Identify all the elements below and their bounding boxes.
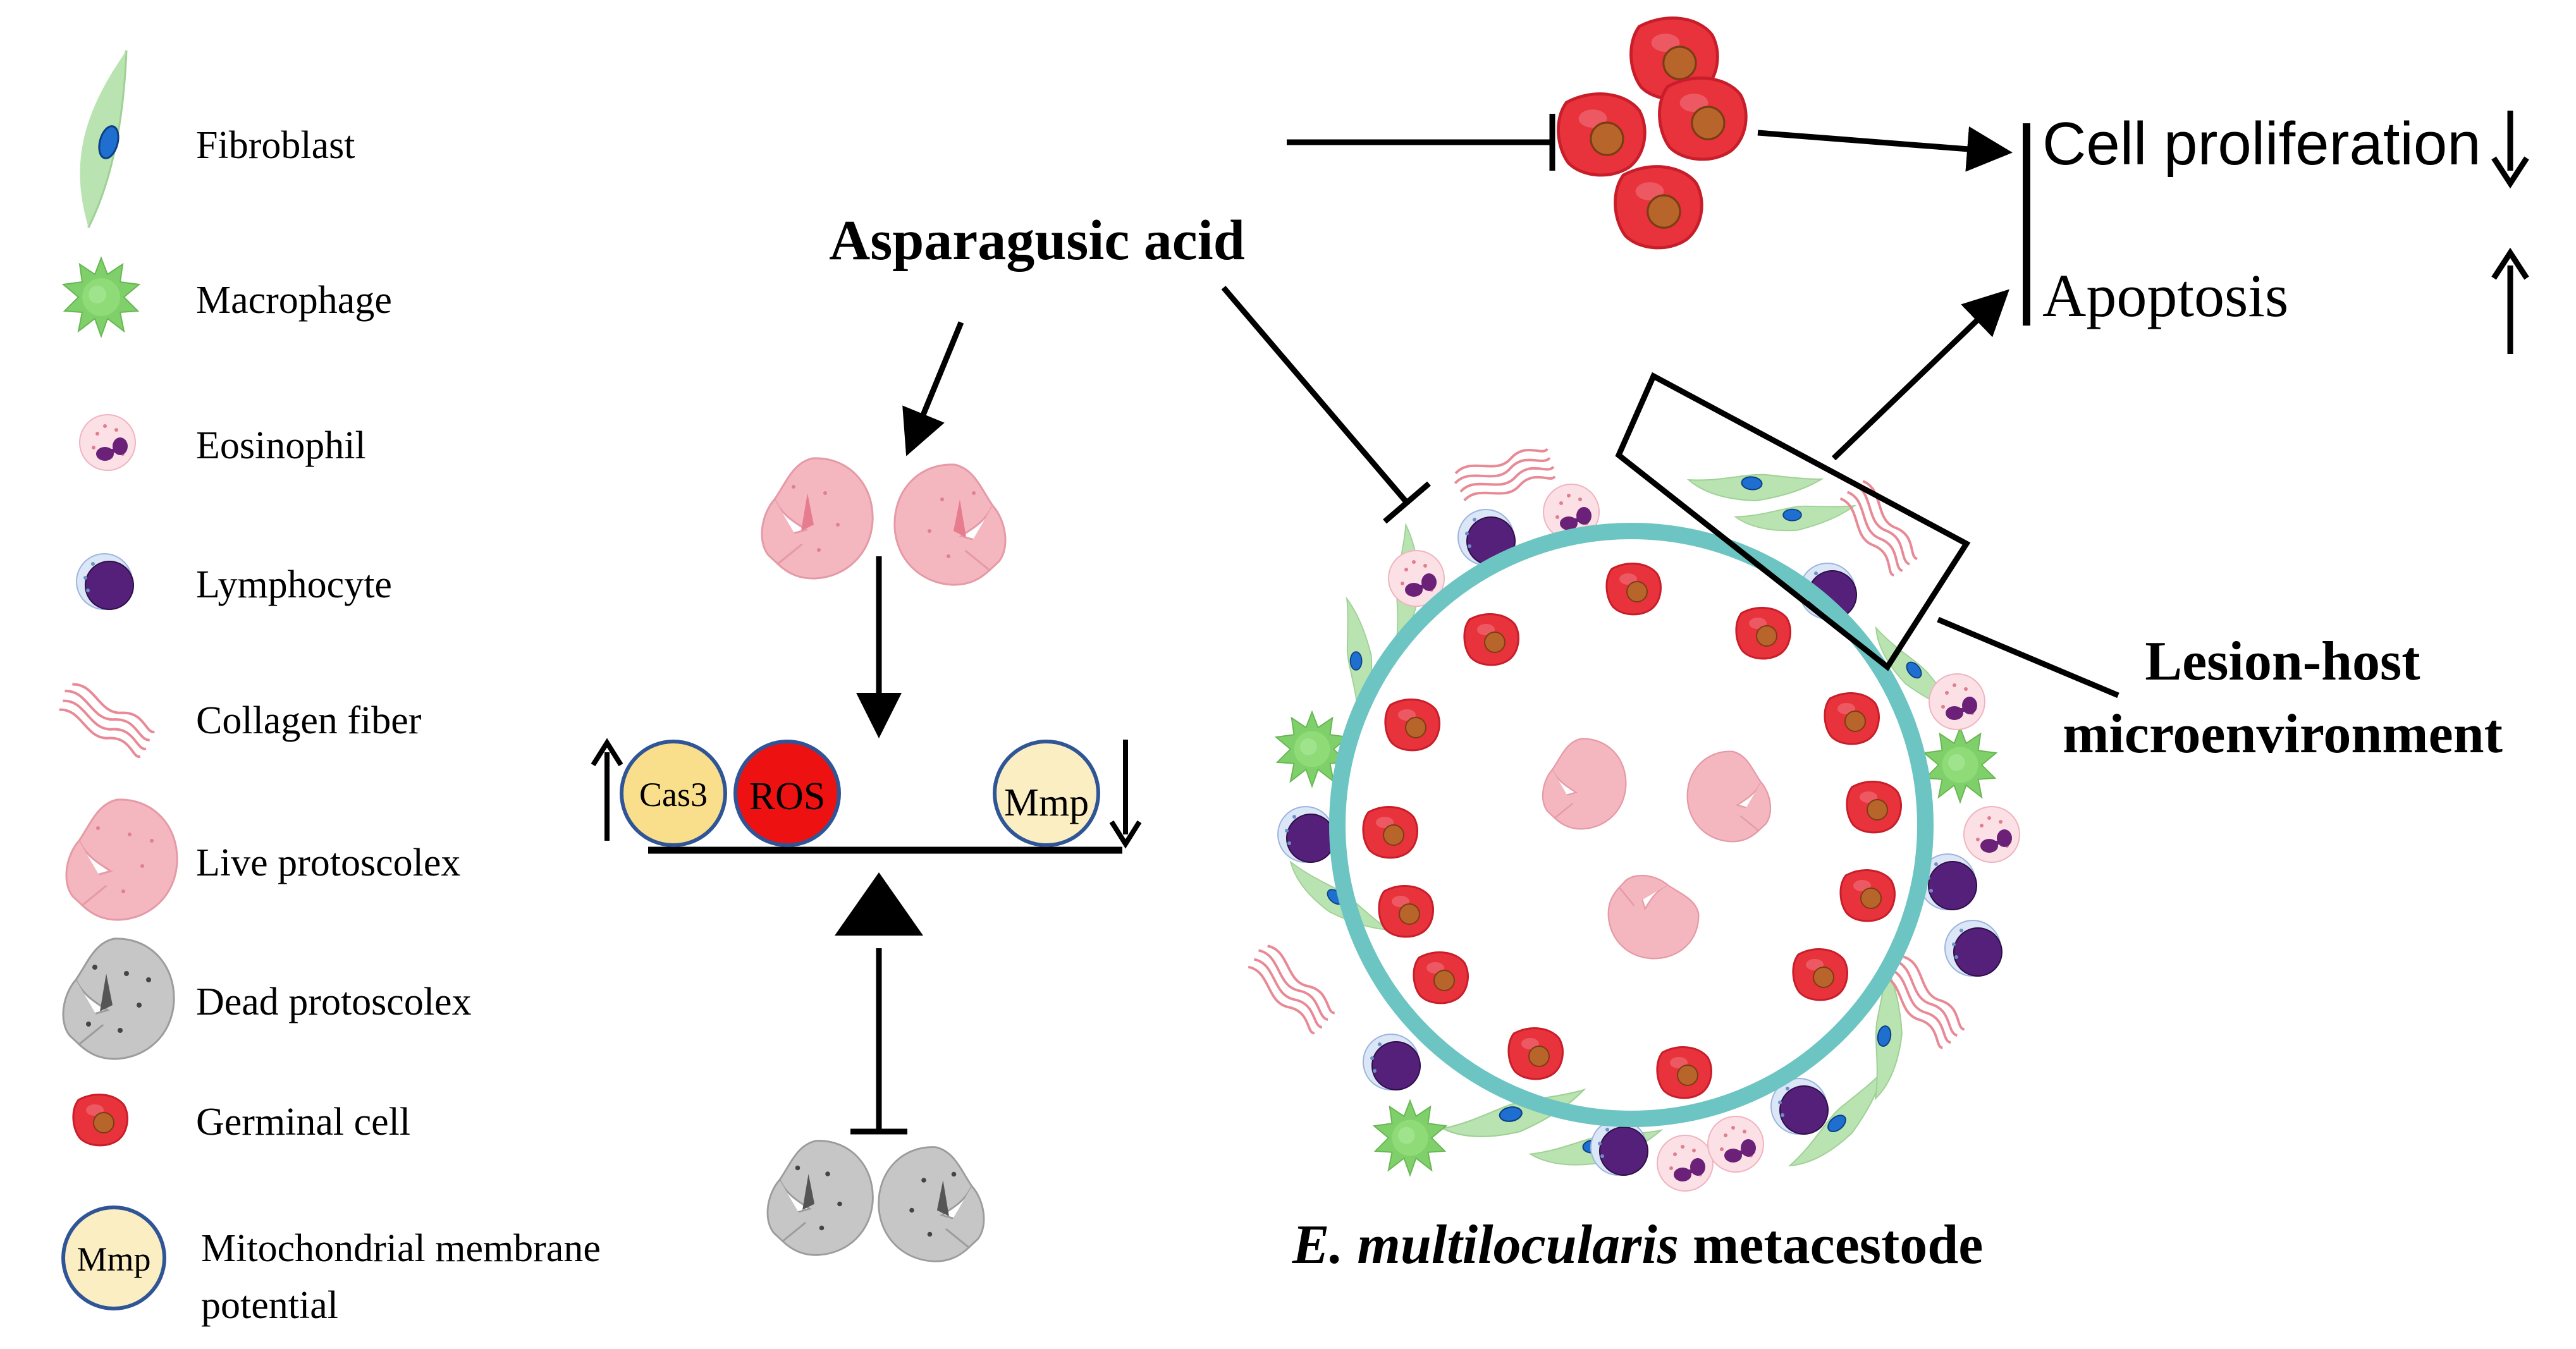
legend-eosinophil-icon: [79, 414, 136, 471]
legend-germinal-cell-icon: [72, 1094, 128, 1147]
legend: Fibroblast Macrophage Eosinophil Lymphoc…: [52, 50, 601, 1327]
legend-collagen-label: Collagen fiber: [196, 699, 422, 742]
inner-protoscolices: [1542, 738, 1772, 960]
inhibit-germinal-line: [1287, 114, 1555, 171]
legend-germinal-cell-label: Germinal cell: [196, 1101, 410, 1144]
metacestode-species: E. multilocularis: [1292, 1214, 1679, 1276]
compound-title: Asparagusic acid: [829, 209, 1245, 272]
legend-mmp-label-line1: Mitochondrial membrane: [201, 1227, 601, 1270]
balance: Cas3 ROS Mmp: [591, 738, 1142, 1135]
outcome-apoptosis: Apoptosis: [2042, 262, 2288, 329]
legend-lymphocyte-label: Lymphocyte: [196, 563, 392, 606]
legend-live-protoscolex-icon: [65, 798, 178, 921]
ros-label: ROS: [749, 775, 826, 818]
cyst-wall: [1329, 523, 1934, 1127]
germinal-cluster-top: [1559, 18, 1746, 248]
cas3-ros-up-arrow: [591, 738, 623, 841]
arrow-to-protoscolex: [902, 321, 964, 456]
metacestode-cyst: [1242, 372, 2020, 1192]
lesion-label-line2: microenvironment: [2063, 704, 2503, 765]
legend-eosinophil-label: Eosinophil: [196, 424, 366, 467]
balance-fulcrum: [835, 872, 923, 936]
lesion-highlight-box: [1615, 372, 1971, 671]
apoptosis-up-arrow: [2491, 247, 2529, 354]
legend-mmp-icon: Mmp: [61, 1206, 166, 1310]
legend-mmp-icon-text: Mmp: [77, 1240, 150, 1278]
mmp-down-arrow: [1109, 740, 1142, 849]
mmp-label: Mmp: [1004, 781, 1089, 824]
host-cells: [1242, 427, 2020, 1192]
legend-fibroblast-icon: [80, 50, 128, 228]
lesion-label-line1: Lesion-host: [2145, 631, 2420, 692]
inner-germinal-cells: [1362, 563, 1902, 1099]
arrow-to-apoptosis: [1831, 289, 2009, 461]
metacestode-space: [1679, 1214, 1693, 1276]
proliferation-down-arrow: [2491, 111, 2529, 189]
legend-dead-protoscolex-label: Dead protoscolex: [196, 980, 472, 1023]
lesion-pointer-line: [1937, 616, 2119, 699]
ros-circle: ROS: [733, 740, 841, 847]
legend-fibroblast-label: Fibroblast: [196, 124, 355, 167]
legend-macrophage-label: Macrophage: [196, 279, 392, 322]
legend-macrophage-icon: [63, 257, 140, 337]
cas3-label: Cas3: [639, 776, 708, 814]
legend-live-protoscolex-label: Live protoscolex: [196, 841, 460, 884]
mmp-circle: Mmp: [993, 740, 1100, 847]
dead-protoscolex-pair: [766, 1140, 985, 1262]
live-protoscolex-pair: [761, 457, 1007, 586]
arrow-to-proliferation: [1757, 126, 2013, 172]
legend-dead-protoscolex-icon: [62, 937, 175, 1060]
outcome-proliferation: Cell proliferation: [2042, 110, 2481, 178]
inhibit-metacestode-line: [1221, 286, 1431, 524]
legend-mmp-label-line2: potential: [201, 1284, 338, 1327]
cas3-circle: Cas3: [620, 740, 727, 847]
metacestode-label: metacestode: [1693, 1214, 1983, 1276]
legend-lymphocyte-icon: [76, 553, 134, 610]
legend-collagen-icon: [52, 678, 159, 762]
metacestode-caption: E. multilocularis metacestode: [1292, 1214, 1984, 1276]
